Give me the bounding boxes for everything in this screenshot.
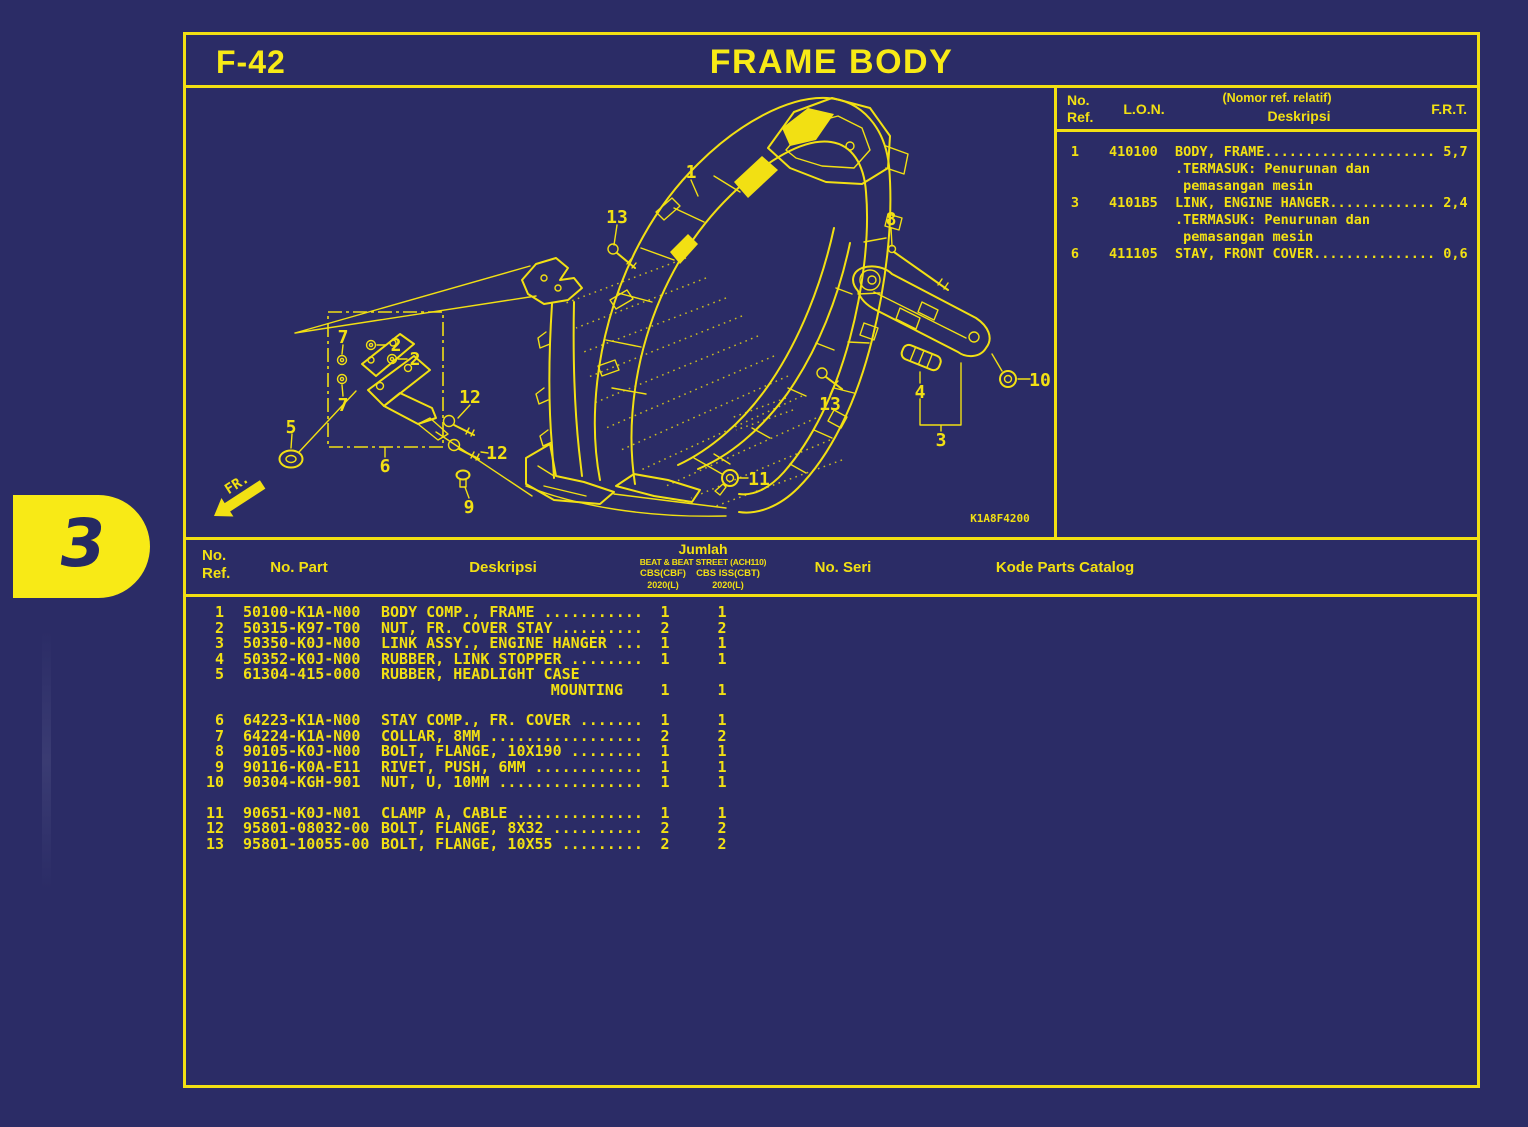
frame-diagram-svg: 1 13 8 7 22 7 5 6 12 12 9 11 13 4 3 10 FR. K1A8F4200 [214,96,1051,525]
parts-header-year-1: 2020(L) [647,580,679,590]
parts-header-no-ref: No. Ref. [202,547,231,582]
callout-number-8: 8 [886,209,897,230]
callout-number-13: 13 [819,394,841,415]
callout-number-13: 13 [606,207,628,228]
frame-body-part [521,96,909,517]
callout-number-9: 9 [464,497,475,518]
callout-number-1: 1 [686,162,697,183]
parts-header-variant-1: CBS(CBF) [640,568,686,579]
engine-hanger-link-assembly [852,265,1017,388]
page-curl-artifact [42,630,51,890]
parts-header-deskripsi: Deskripsi [469,559,537,576]
parts-header-variant-2: CBS ISS(CBT) [696,568,760,579]
halftone-shading [565,257,843,507]
title-bar: F-42 FRAME BODY [186,35,1477,88]
ref-header-no-ref: No. Ref. [1067,92,1094,125]
callout-number-4: 4 [915,382,926,403]
callout-number-12: 12 [486,443,508,464]
parts-header-jumlah: Jumlah [678,541,728,557]
ref-header-deskripsi-note: (Nomor ref. relatif) [1222,91,1332,105]
ref-header-lon: L.O.N. [1123,101,1165,117]
ref-table-note: .TERMASUK: Penurunan dan [1175,212,1371,228]
catalog-page-frame: F-42 FRAME BODY [183,32,1480,1088]
parts-table-header: No. Ref. No. Part Deskripsi Jumlah BEAT … [186,537,1477,597]
ref-table-note: pemasangan mesin [1175,178,1314,194]
callout-labels: 1 13 8 7 22 7 5 6 12 12 9 11 13 4 3 10 [286,162,1051,518]
callout-number-2: 2 [410,349,421,370]
callout-number-5: 5 [286,417,297,438]
diagram-code: K1A8F4200 [970,512,1030,525]
callout-number-2: 2 [391,335,402,356]
callout-leader-lines [290,179,1031,499]
parts-header-no-seri: No. Seri [814,559,872,576]
front-cover-stay-assembly [278,311,449,469]
parts-header-kode: Kode Parts Catalog [995,559,1135,576]
fastener-parts [442,243,949,496]
ref-header-deskripsi: Deskripsi [1267,108,1331,124]
parts-header-no-part: No. Part [270,559,328,576]
page-code: F-42 [216,44,286,80]
ref-header-frt: F.R.T. [1431,101,1467,117]
callout-number-11: 11 [748,469,770,490]
callout-number-6: 6 [380,456,391,477]
callout-number-3: 3 [936,430,947,451]
reference-table: No. Ref. L.O.N. (Nomor ref. relatif) Des… [1054,88,1477,537]
ref-table-note: .TERMASUK: Penurunan dan [1175,161,1371,177]
parts-header-year-2: 2020(L) [712,580,744,590]
section-tab-number: 3 [53,505,111,582]
callout-number-7: 7 [338,395,349,416]
callout-number-10: 10 [1029,370,1051,391]
parts-header-model: BEAT & BEAT STREET (ACH110) [639,557,767,567]
callout-number-7: 7 [338,327,349,348]
page-title: FRAME BODY [709,43,954,81]
callout-number-12: 12 [459,387,481,408]
ref-table-note: pemasangan mesin [1175,229,1314,245]
fr-direction-arrow: FR. [214,471,266,517]
reference-table-header: No. Ref. L.O.N. (Nomor ref. relatif) Des… [1057,88,1477,132]
section-tab[interactable]: 3 [13,495,150,598]
